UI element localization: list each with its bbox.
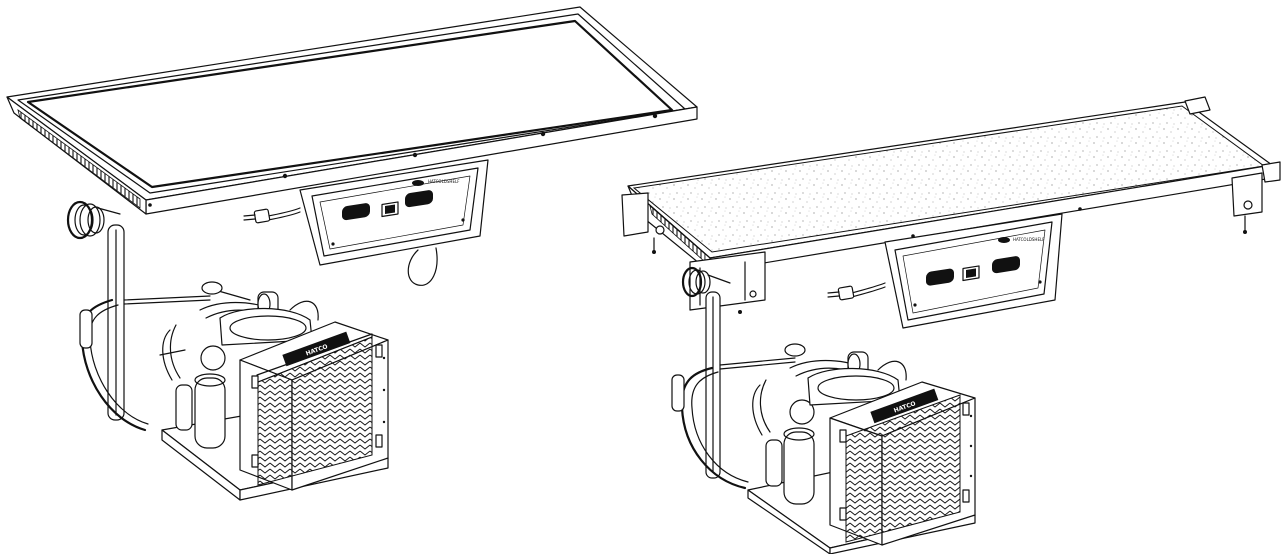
left-power-plug xyxy=(243,207,438,286)
right-control-panel: HATCOLDSHELF xyxy=(884,213,1063,329)
right-hose-coil xyxy=(681,266,731,298)
left-unit: HATCOLDSHELF xyxy=(6,6,698,501)
left-control-panel: HATCOLDSHELF xyxy=(299,159,489,266)
right-cold-plate xyxy=(621,96,1281,314)
right-condensing-unit: HATCO xyxy=(747,343,976,554)
right-panel-brand-text: HATCOLDSHELF xyxy=(1013,237,1045,242)
right-power-plug xyxy=(827,282,886,301)
left-hose-coil xyxy=(66,200,121,240)
left-cold-plate xyxy=(6,6,698,215)
right-refrigerant-lines xyxy=(671,291,796,490)
left-panel-brand-text: HATCOLDSHELF xyxy=(428,179,460,184)
left-refrigerant-lines xyxy=(79,224,211,432)
right-unit: HATCOLDSHELF xyxy=(621,96,1281,554)
left-condensing-unit: HATCO xyxy=(159,281,389,501)
